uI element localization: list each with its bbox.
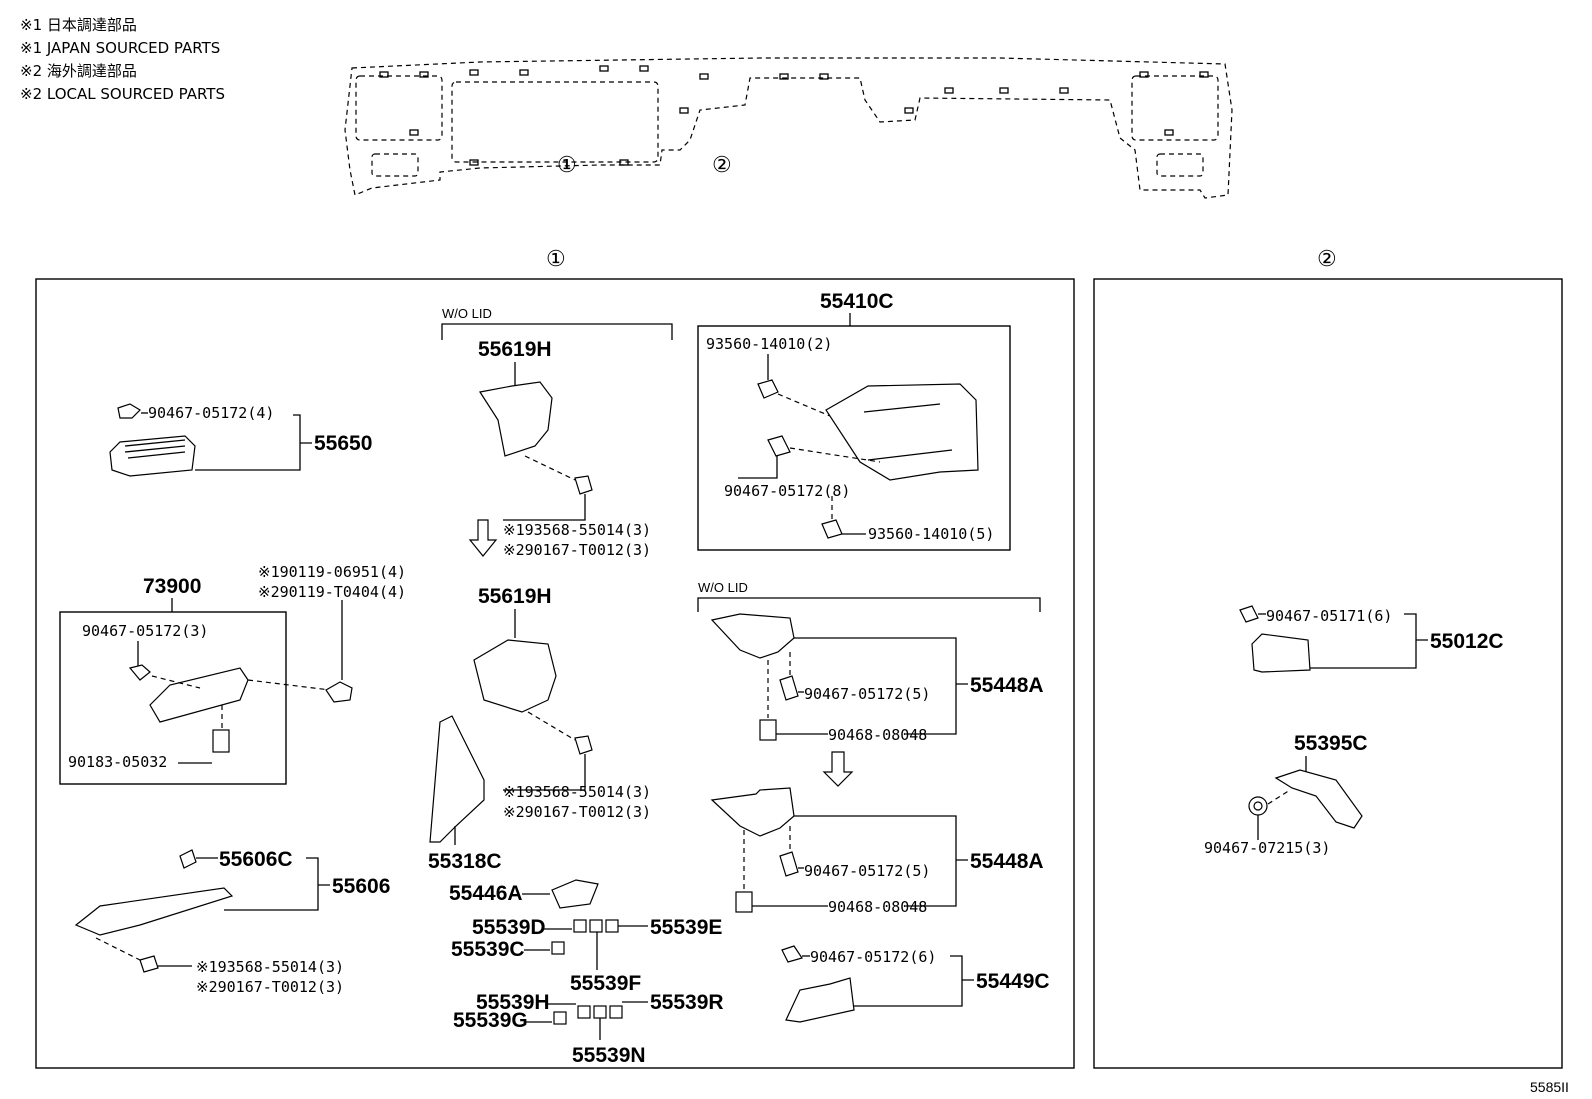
group-55449c: 90467-05172(6) 55449C (781, 945, 1050, 1023)
label-55650-clip: 90467-05172(4) (148, 404, 274, 422)
label-55539d: 55539D (472, 916, 546, 939)
panel-55606-part (74, 887, 234, 936)
group-55539: 55539D 55539E 55539C 55539F 55539H 55539… (451, 916, 724, 1067)
section-2-frame (1093, 278, 1563, 1069)
panel-55449c (785, 977, 855, 1023)
label-55449c-clip: 90467-05172(6) (810, 948, 936, 966)
label-73900-nut: 90183-05032 (68, 753, 167, 771)
group-55650: 90467-05172(4) 55650 (109, 403, 372, 477)
arrow-down-2 (822, 751, 854, 787)
vent-55446a (551, 879, 599, 909)
label-55410c-bolt1: 93560-14010(2) (706, 335, 832, 353)
panel-55318c (429, 715, 485, 843)
panel-55448a-1 (710, 613, 795, 659)
glove-box-part (149, 667, 249, 723)
label-55448a-2-nut: 90468-08048 (828, 898, 927, 916)
label-55606-s2: ※290167-T0012(3) (196, 978, 344, 996)
box-55410c (697, 325, 1011, 551)
label-wo-lid-1: W/O LID (442, 306, 492, 321)
label-wo-lid-2: W/O LID (698, 580, 748, 595)
label-55448a-2-clip: 90467-05172(5) (804, 862, 930, 880)
duct-55395c (1274, 769, 1363, 829)
label-55410c: 55410C (820, 290, 894, 313)
label-55539e: 55539E (650, 916, 722, 939)
label-screw1-b: ※290167-T0012(3) (503, 541, 651, 559)
label-55539r: 55539R (650, 991, 724, 1014)
label-55318c: 55318C (428, 850, 502, 873)
group-55606: 55606C 55606 ※193568-55014(3) ※290167-T0… (74, 848, 390, 996)
label-55448a-1: 55448A (970, 674, 1044, 697)
meter-hood-55410c (825, 383, 979, 481)
section-1-frame (35, 278, 1075, 1069)
clip-part (117, 403, 141, 419)
group-55410c: 55410C 93560-14010(2) 90467-05172(8) 935… (697, 290, 1011, 551)
legend-line-2: ※1 JAPAN SOURCED PARTS (20, 39, 221, 57)
group-73900: 73900 90467-05172(3) 90183-05032 (59, 575, 331, 785)
legend-line-4: ※2 LOCAL SOURCED PARTS (20, 85, 225, 103)
section-2-marker: ② (1317, 246, 1337, 271)
group-55395c: 55395C 90467-07215(3) (1204, 732, 1368, 857)
clip-55539d (573, 919, 587, 933)
label-screw1-a: ※193568-55014(3) (503, 521, 651, 539)
group-55012c: 90467-05171(6) 55012C (1239, 605, 1504, 673)
group-55619h: W/O LID 55619H ※193568-55014(3) ※290167-… (441, 306, 673, 821)
label-55448a-1-nut: 90468-08048 (828, 726, 927, 744)
group-55318c: 55318C (428, 715, 502, 873)
label-55012c: 55012C (1430, 630, 1504, 653)
label-55448a-2: 55448A (970, 850, 1044, 873)
legend-line-1: ※1 日本調達部品 (20, 16, 137, 34)
label-55606: 55606 (332, 875, 390, 898)
legend-line-3: ※2 海外調達部品 (20, 62, 137, 80)
label-55395c: 55395C (1294, 732, 1368, 755)
overview-marker-1: ① (557, 152, 577, 177)
label-55619h-1: 55619H (478, 338, 552, 361)
group-55446a: 55446A (449, 879, 599, 909)
group-bolt-a: ※190119-06951(4) ※290119-T0404(4) (258, 563, 406, 703)
bracket-55619h-1 (479, 381, 553, 457)
label-screw2-b: ※290167-T0012(3) (503, 803, 651, 821)
label-55539f: 55539F (570, 972, 641, 995)
label-55606c: 55606C (219, 848, 293, 871)
label-55650: 55650 (314, 432, 372, 455)
label-55539g: 55539G (453, 1009, 528, 1032)
box-73900 (59, 611, 287, 785)
group-55448a: W/O LID 55448A 90467-05172(5) 90468-0804… (697, 580, 1044, 916)
label-55449c: 55449C (976, 970, 1050, 993)
label-55410c-clip: 90467-05172(8) (724, 482, 850, 500)
section-1-marker: ① (546, 246, 566, 271)
label-55410c-bolt2: 93560-14010(5) (868, 525, 994, 543)
label-55539c: 55539C (451, 938, 525, 961)
arrow-down-1 (468, 519, 498, 557)
duct-55012c (1251, 633, 1311, 673)
legend: ※1 日本調達部品 ※1 JAPAN SOURCED PARTS ※2 海外調達… (20, 14, 225, 106)
label-55539n: 55539N (572, 1044, 646, 1067)
label-55448a-1-clip: 90467-05172(5) (804, 685, 930, 703)
label-55539h: 55539H (476, 991, 550, 1014)
overview-panel: ① ② (344, 57, 1233, 199)
label-55606-s1: ※193568-55014(3) (196, 958, 344, 976)
overview-marker-2: ② (712, 152, 732, 177)
label-screw2-a: ※193568-55014(3) (503, 783, 651, 801)
label-bolt-a2: ※290119-T0404(4) (258, 583, 406, 601)
label-55012c-clip: 90467-05171(6) (1266, 607, 1392, 625)
label-73900-clip: 90467-05172(3) (82, 622, 208, 640)
footer-code: 5585II (1530, 1079, 1569, 1095)
label-55395c-clip: 90467-07215(3) (1204, 839, 1330, 857)
label-73900: 73900 (143, 575, 201, 598)
bracket-55619h-2 (473, 639, 557, 713)
label-55446a: 55446A (449, 882, 523, 905)
panel-55448a-2 (710, 787, 795, 837)
label-55619h-2: 55619H (478, 585, 552, 608)
label-bolt-a1: ※190119-06951(4) (258, 563, 406, 581)
